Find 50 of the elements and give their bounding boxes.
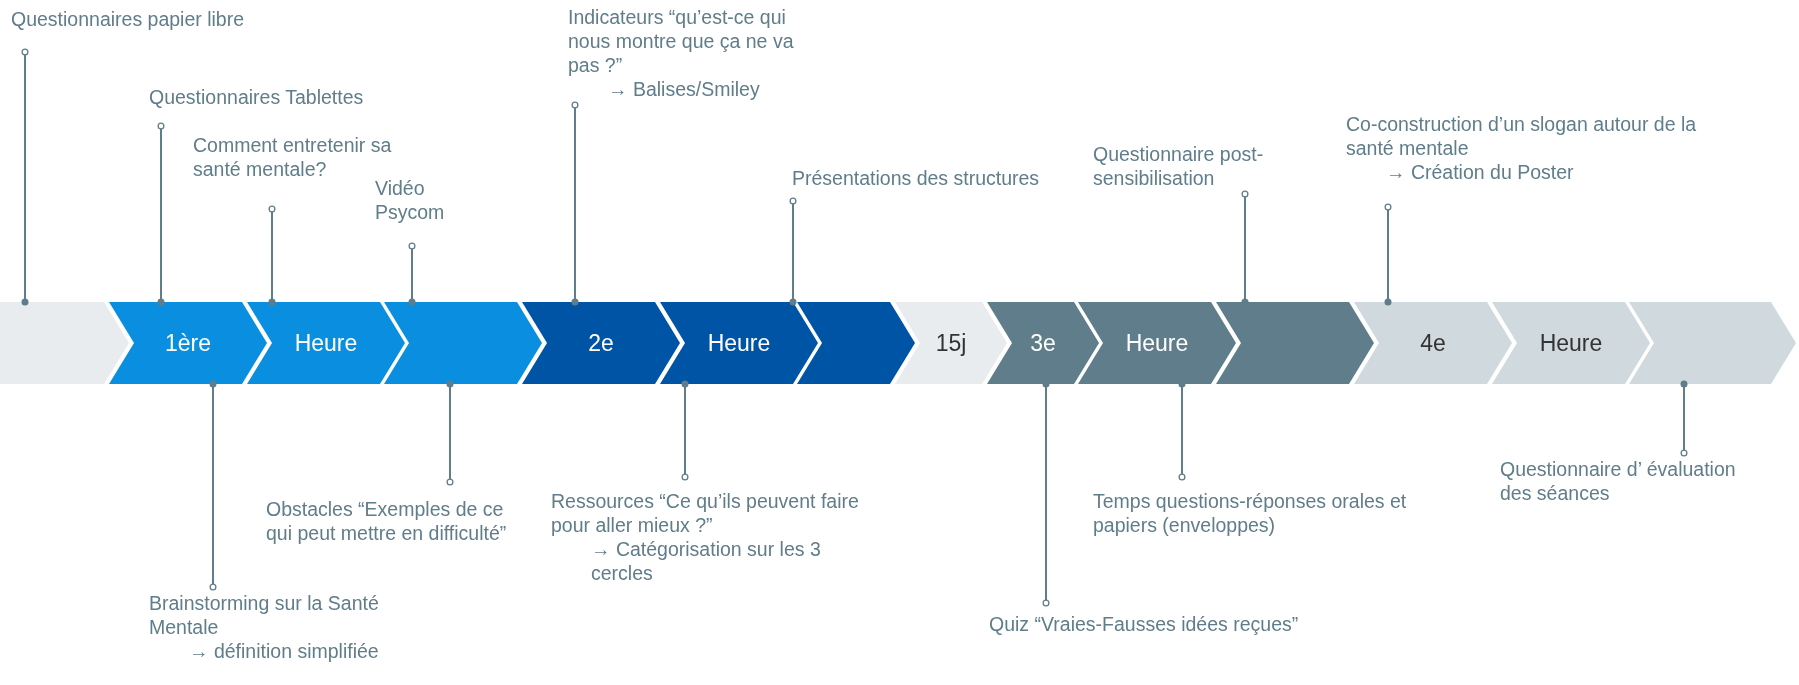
- segment-label: Heure: [1538, 329, 1604, 358]
- chevron-segment: [1492, 302, 1650, 384]
- leader-line: [681, 380, 689, 481]
- callout-subtext: → définition simplifiée: [188, 639, 380, 663]
- leader-line: [789, 197, 797, 306]
- leader-line: [1384, 203, 1392, 306]
- chevron-segment: [109, 302, 267, 384]
- chevron-segment: [797, 302, 915, 384]
- chevron-segment: [522, 302, 680, 384]
- callout-text: Temps questions-réponses orales et papiers (enveloppes): [1093, 489, 1408, 537]
- callout-text: Quiz “Vraies-Fausses idées reçues”: [989, 612, 1300, 636]
- leader-line: [1680, 380, 1688, 457]
- leader-line: [21, 48, 29, 306]
- leader-line: [268, 205, 276, 306]
- leader-line: [571, 101, 579, 306]
- callout-text: Questionnaire d’ évaluation des séances: [1500, 457, 1737, 505]
- leader-line: [157, 122, 165, 306]
- segment-label: Heure: [706, 329, 772, 358]
- segment-label: 4e: [1419, 329, 1447, 358]
- segment-label: Heure: [293, 329, 359, 358]
- callout-subtext: → Création du Poster: [1385, 160, 1575, 184]
- chevron-segment: [1078, 302, 1236, 384]
- chevron-segment: [384, 302, 542, 384]
- chevron-segment: [1354, 302, 1512, 384]
- callout-text: Co-construction d’un slogan autour de la santé mentale: [1346, 112, 1698, 160]
- callout-text: Ressources “Ce qu’ils peuvent faire pour aller mieux ?”: [551, 489, 860, 537]
- segment-label: 3e: [1029, 329, 1057, 358]
- segment-label: 1ère: [163, 329, 212, 358]
- segment-label: Heure: [1124, 329, 1190, 358]
- callout-text: Présentations des structures: [792, 166, 1041, 190]
- callout-text: Questionnaires Tablettes: [149, 85, 365, 109]
- chevron-segment: [247, 302, 405, 384]
- chevron-segment: [895, 302, 1007, 384]
- chevron-segment: [987, 302, 1099, 384]
- segment-label: 15j: [934, 329, 968, 358]
- callout-text: Questionnaires papier libre: [11, 7, 246, 31]
- leader-line: [408, 242, 416, 306]
- callout-subtext: → Catégorisation sur les 3 cercles: [590, 537, 822, 585]
- callout-text: Questionnaire post-sensibilisation: [1093, 142, 1265, 190]
- chevron-segment: [0, 302, 129, 384]
- callout-text: Obstacles “Exemples de ce qui peut mettre en difficulté”: [266, 497, 507, 545]
- leader-line: [209, 380, 217, 591]
- callout-text: Indicateurs “qu’est-ce qui nous montre que ça ne va pas ?”: [568, 5, 795, 77]
- chevron-segment: [1629, 302, 1796, 384]
- chevron-segment: [660, 302, 818, 384]
- callout-text: Brainstorming sur la Santé Mentale: [149, 591, 380, 639]
- segment-label: 2e: [587, 329, 615, 358]
- leader-line: [446, 380, 454, 486]
- chevron-segment: [1216, 302, 1374, 384]
- callout-subtext: → Balises/Smiley: [607, 77, 761, 101]
